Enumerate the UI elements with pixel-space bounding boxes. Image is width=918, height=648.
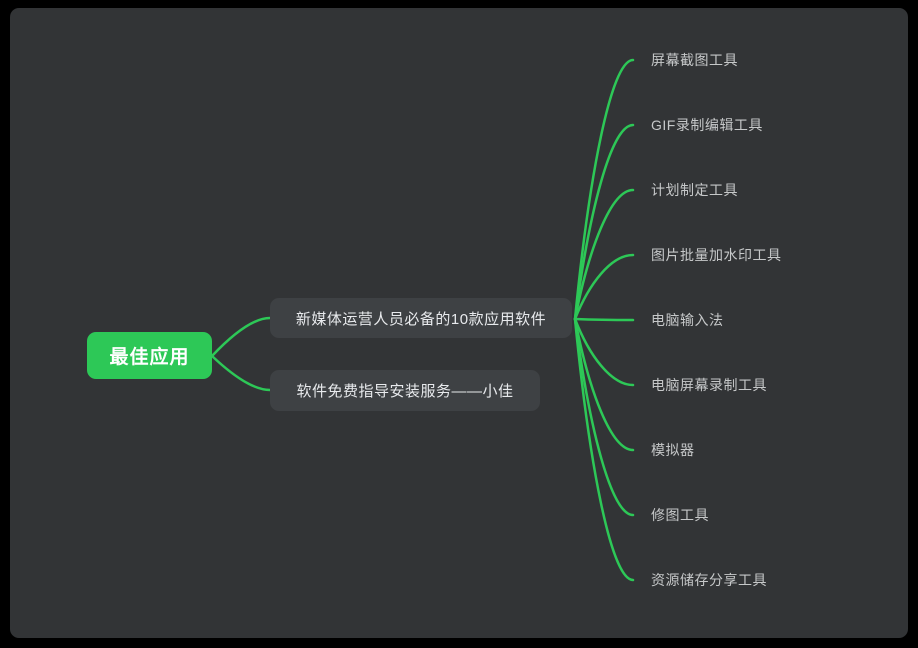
leaf-node-photo-editor[interactable]: 修图工具: [651, 507, 709, 523]
branch-node-service[interactable]: 软件免费指导安装服务——小佳: [270, 370, 540, 411]
leaf-node-watermark-tool[interactable]: 图片批量加水印工具: [651, 247, 782, 263]
leaf-node-screen-recorder[interactable]: 电脑屏幕录制工具: [651, 377, 767, 393]
leaf-node-gif-tool[interactable]: GIF录制编辑工具: [651, 117, 763, 133]
leaf-node-emulator[interactable]: 模拟器: [651, 442, 695, 458]
branch-node-apps[interactable]: 新媒体运营人员必备的10款应用软件: [270, 298, 572, 338]
branch-node-label: 新媒体运营人员必备的10款应用软件: [295, 310, 547, 328]
leaf-node-screenshot-tool[interactable]: 屏幕截图工具: [651, 52, 738, 68]
leaf-node-planning-tool[interactable]: 计划制定工具: [651, 182, 738, 198]
root-node-label: 最佳应用: [109, 347, 190, 368]
branch-node-label: 软件免费指导安装服务——小佳: [296, 383, 514, 400]
root-node[interactable]: 最佳应用: [87, 332, 212, 379]
leaf-node-storage-sharing[interactable]: 资源储存分享工具: [651, 572, 767, 588]
leaf-node-input-method[interactable]: 电脑输入法: [651, 312, 724, 328]
